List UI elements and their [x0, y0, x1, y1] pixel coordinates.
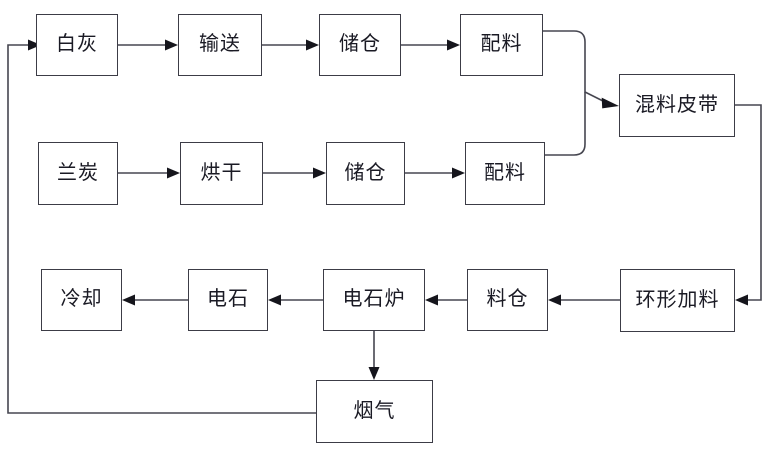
- node-label: 储仓: [339, 33, 381, 55]
- edge-lantan-to-honggan: [118, 167, 180, 179]
- node-label: 电石炉: [342, 288, 406, 310]
- edge-yanqi-to-baihui: [7, 39, 316, 414]
- node-label: 烘干: [200, 161, 243, 184]
- edge-peiliao2-to-hunliaopidai: [545, 92, 586, 156]
- edge-peiliao1-to-hunliaopidai: [543, 30, 619, 109]
- edge-baihui-to-shusong: [118, 39, 178, 51]
- edge-huanxing-to-liaocang: [548, 294, 620, 306]
- edge-shusong-to-chucang1: [262, 39, 319, 51]
- node-hunliao-pidai[interactable]: 混料皮带: [619, 74, 735, 137]
- edge-chucang1-to-peiliao1: [401, 39, 460, 51]
- node-label: 配料: [480, 33, 523, 55]
- node-label: 输送: [199, 33, 241, 55]
- node-label: 储仓: [344, 161, 387, 184]
- node-label: 冷却: [60, 288, 103, 310]
- node-dianshi[interactable]: 电石: [188, 269, 268, 331]
- node-chucang-2[interactable]: 储仓: [326, 142, 405, 205]
- node-lantan[interactable]: 兰炭: [38, 142, 118, 205]
- edge-honggan-to-chucang2: [263, 167, 326, 179]
- node-label: 环形加料: [635, 288, 720, 311]
- edge-dianshi-to-lengque: [122, 294, 188, 306]
- node-dianshilu[interactable]: 电石炉: [323, 269, 425, 331]
- node-lengque[interactable]: 冷却: [41, 269, 122, 331]
- node-label: 混料皮带: [635, 93, 719, 116]
- node-label: 电石: [207, 288, 249, 310]
- node-label: 料仓: [486, 288, 529, 310]
- node-honggan[interactable]: 烘干: [180, 142, 263, 205]
- node-peiliao-2[interactable]: 配料: [465, 142, 545, 205]
- node-label: 配料: [484, 161, 526, 184]
- node-baihui[interactable]: 白灰: [36, 14, 118, 76]
- node-label: 兰炭: [57, 161, 99, 184]
- edge-dianshilu-to-yanqi: [368, 331, 380, 380]
- node-huanxing-jialiao[interactable]: 环形加料: [620, 269, 735, 332]
- node-yanqi[interactable]: 烟气: [316, 380, 433, 443]
- node-peiliao-1[interactable]: 配料: [460, 14, 543, 76]
- node-shusong[interactable]: 输送: [178, 14, 262, 76]
- edge-hunliaopidai-to-huanxing: [735, 104, 762, 306]
- edge-chucang2-to-peiliao2: [405, 167, 465, 179]
- node-chucang-1[interactable]: 储仓: [319, 14, 401, 76]
- node-liaocang[interactable]: 料仓: [467, 269, 548, 331]
- edge-dianshilu-to-dianshi: [268, 294, 323, 306]
- edge-liaocang-to-dianshilu: [425, 294, 467, 306]
- node-label: 烟气: [353, 399, 396, 422]
- node-label: 白灰: [56, 33, 98, 55]
